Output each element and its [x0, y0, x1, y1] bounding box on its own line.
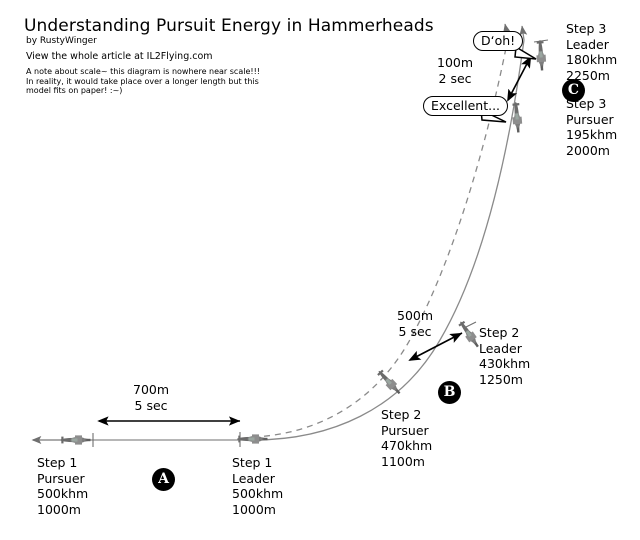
label-step3-leader-role: Leader [566, 36, 609, 52]
label-step1-pursuer-alt: 1000m [37, 501, 81, 517]
aircraft-step1-leader [237, 434, 268, 444]
dimension-step1-time: 5 sec [134, 397, 168, 413]
scale-note: A note about scale~ this diagram is nowh… [26, 67, 260, 96]
label-step1-leader: Step 1 Leader 500khm 1000m [232, 455, 283, 517]
tick-step2-leader [463, 321, 477, 329]
label-step1-pursuer-speed: 500khm [37, 486, 89, 501]
aircraft-step2-pursuer [375, 367, 403, 397]
dimension-step2-distance: 500m [397, 308, 434, 323]
label-step3-pursuer-speed: 195khm [566, 127, 618, 142]
label-step3-leader-step: Step 3 [566, 21, 607, 36]
label-step3-leader-speed: 180khm [566, 52, 618, 67]
dimension-arrow-step3 [507, 55, 532, 102]
label-step3-leader-alt: 2250m [566, 67, 610, 83]
dimension-label-step1: 700m 5 sec [133, 382, 169, 413]
speech-bubble-doh: D‘oh! [473, 31, 524, 51]
dimension-arrow-step2 [408, 332, 463, 361]
step-marker-b: B [438, 381, 461, 404]
dimension-label-step2: 500m 5 sec [397, 308, 433, 339]
dimension-step3-time: 2 sec [438, 70, 472, 86]
label-step2-leader-step: Step 2 [479, 325, 520, 340]
dimension-step2-time: 5 sec [398, 323, 432, 339]
scale-note-line-2: In reality, it would take place over a l… [26, 76, 259, 86]
aircraft-step3-leader [535, 39, 547, 71]
label-step2-pursuer-alt: 1100m [381, 453, 425, 469]
aircraft-step1-pursuer [60, 435, 91, 445]
dimension-step3-distance: 100m [437, 55, 474, 70]
article-link-text: View the whole article at IL2Flying.com [26, 51, 213, 62]
dimension-step1-distance: 700m [133, 382, 170, 397]
scale-note-line-1: A note about scale~ this diagram is nowh… [26, 67, 260, 76]
label-step2-pursuer-speed: 470khm [381, 438, 433, 453]
leader-flight-path [31, 25, 528, 445]
label-step3-pursuer-alt: 2000m [566, 142, 610, 158]
byline: by RustyWinger [26, 36, 97, 46]
label-step2-pursuer-step: Step 2 [381, 407, 422, 422]
step-marker-c: C [562, 79, 585, 102]
tick-step3-leader [533, 39, 549, 43]
label-step3-pursuer: Step 3 Pursuer 195khm 2000m [566, 96, 617, 158]
label-step3-pursuer-role: Pursuer [566, 111, 614, 127]
page-title: Understanding Pursuit Energy in Hammerhe… [24, 16, 434, 36]
label-step2-leader: Step 2 Leader 430khm 1250m [479, 325, 530, 387]
scale-note-line-3: model fits on paper! :~) [26, 86, 123, 95]
label-step2-leader-role: Leader [479, 340, 522, 356]
label-step2-pursuer-role: Pursuer [381, 422, 429, 438]
dimension-label-step3: 100m 2 sec [437, 55, 473, 86]
label-step1-pursuer-step: Step 1 [37, 455, 78, 470]
label-step1-leader-alt: 1000m [232, 501, 276, 517]
step-marker-a: A [152, 468, 175, 491]
label-step1-leader-step: Step 1 [232, 455, 273, 470]
label-step2-leader-alt: 1250m [479, 371, 523, 387]
label-step1-leader-role: Leader [232, 470, 275, 486]
label-step2-leader-speed: 430khm [479, 356, 531, 371]
label-step1-pursuer-role: Pursuer [37, 470, 85, 486]
label-step3-leader: Step 3 Leader 180khm 2250m [566, 21, 617, 83]
aircraft-step3-pursuer [511, 101, 523, 133]
label-step1-pursuer: Step 1 Pursuer 500khm 1000m [37, 455, 88, 517]
label-step2-pursuer: Step 2 Pursuer 470khm 1100m [381, 407, 432, 469]
speech-bubble-excellent: Excellent... [423, 96, 509, 116]
bubble-tail-doh [514, 45, 537, 60]
label-step1-leader-speed: 500khm [232, 486, 284, 501]
